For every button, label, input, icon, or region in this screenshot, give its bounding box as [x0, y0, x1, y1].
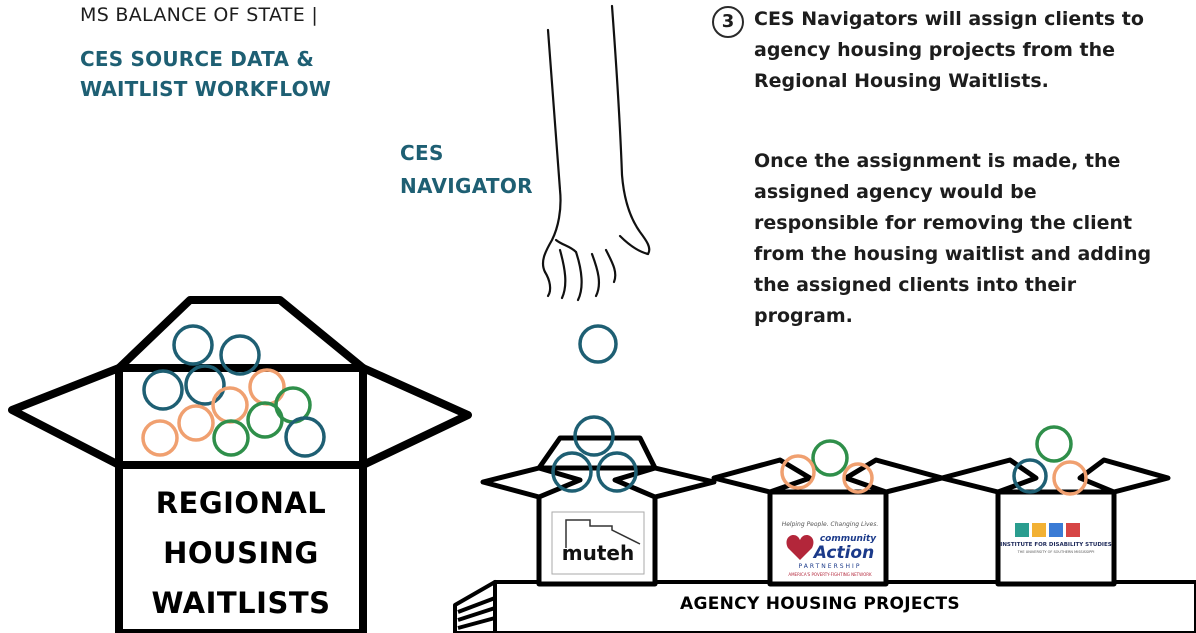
agency-box-1-clients — [551, 415, 638, 493]
page-title: CES SOURCE DATA & WAITLIST WORKFLOW — [80, 44, 331, 104]
header-eyebrow: MS BALANCE OF STATE | — [80, 4, 319, 26]
muteh-logo-text: muteh — [562, 541, 634, 565]
waitlist-label-line-2: HOUSING — [163, 536, 319, 570]
step-3-line-3: Regional Housing Waitlists. — [754, 70, 1049, 92]
ids-logo-line-1: INSTITUTE FOR DISABILITY STUDIES — [1000, 542, 1111, 548]
regional-waitlist-clients — [141, 324, 326, 458]
navigator-label-line-1: CES — [400, 141, 444, 165]
community-action-name: Action — [812, 543, 874, 563]
agency-platform — [453, 580, 1196, 633]
step-3-detail-line-6: program. — [754, 305, 853, 327]
step-3-detail-line-1: Once the assignment is made, the — [754, 150, 1121, 172]
community-action-name-top: community — [820, 534, 877, 544]
step-number-badge: 3 — [712, 6, 744, 38]
title-line-1: CES SOURCE DATA & — [80, 47, 314, 71]
waitlist-label-line-3: WAITLISTS — [151, 586, 331, 620]
title-line-2: WAITLIST WORKFLOW — [80, 77, 332, 101]
muteh-logo: muteh — [551, 511, 645, 575]
regional-waitlist-label: REGIONAL HOUSING WAITLISTS — [121, 478, 361, 628]
ids-logo-line-2: THE UNIVERSITY OF SOUTHERN MISSISSIPPI — [1017, 550, 1095, 554]
navigator-label-line-2: NAVIGATOR — [400, 174, 533, 198]
navigator-label: CES NAVIGATOR — [400, 137, 533, 203]
step-3-detail-line-4: from the housing waitlist and adding — [754, 243, 1152, 265]
community-action-logo: Helping People. Changing Lives. communit… — [782, 521, 879, 577]
falling-client-circle — [578, 324, 618, 364]
step-3-detail-line-5: the assigned clients into their — [754, 274, 1077, 296]
agency-box-3 — [939, 457, 1171, 587]
step-3-detail-line-2: assigned agency would be — [754, 181, 1037, 203]
step-3-detail-text: Once the assignment is made, the assigne… — [754, 146, 1194, 332]
agency-box-2-clients — [780, 439, 874, 494]
step-3-text: CES Navigators will assign clients to ag… — [754, 4, 1194, 97]
community-action-sub: PARTNERSHIP — [799, 563, 862, 570]
navigator-hand-icon — [541, 4, 651, 302]
step-3-detail-line-3: responsible for removing the client — [754, 212, 1133, 234]
community-action-tagline: Helping People. Changing Lives. — [782, 521, 879, 528]
agency-box-3-clients — [1012, 425, 1088, 496]
step-3-line-2: agency housing projects from the — [754, 39, 1116, 61]
agency-housing-projects-label: AGENCY HOUSING PROJECTS — [680, 594, 960, 614]
ids-logo: INSTITUTE FOR DISABILITY STUDIES THE UNI… — [1000, 523, 1112, 554]
community-action-foot: AMERICA'S POVERTY-FIGHTING NETWORK — [788, 572, 872, 577]
waitlist-label-line-1: REGIONAL — [155, 486, 327, 520]
step-3-line-1: CES Navigators will assign clients to — [754, 8, 1144, 30]
